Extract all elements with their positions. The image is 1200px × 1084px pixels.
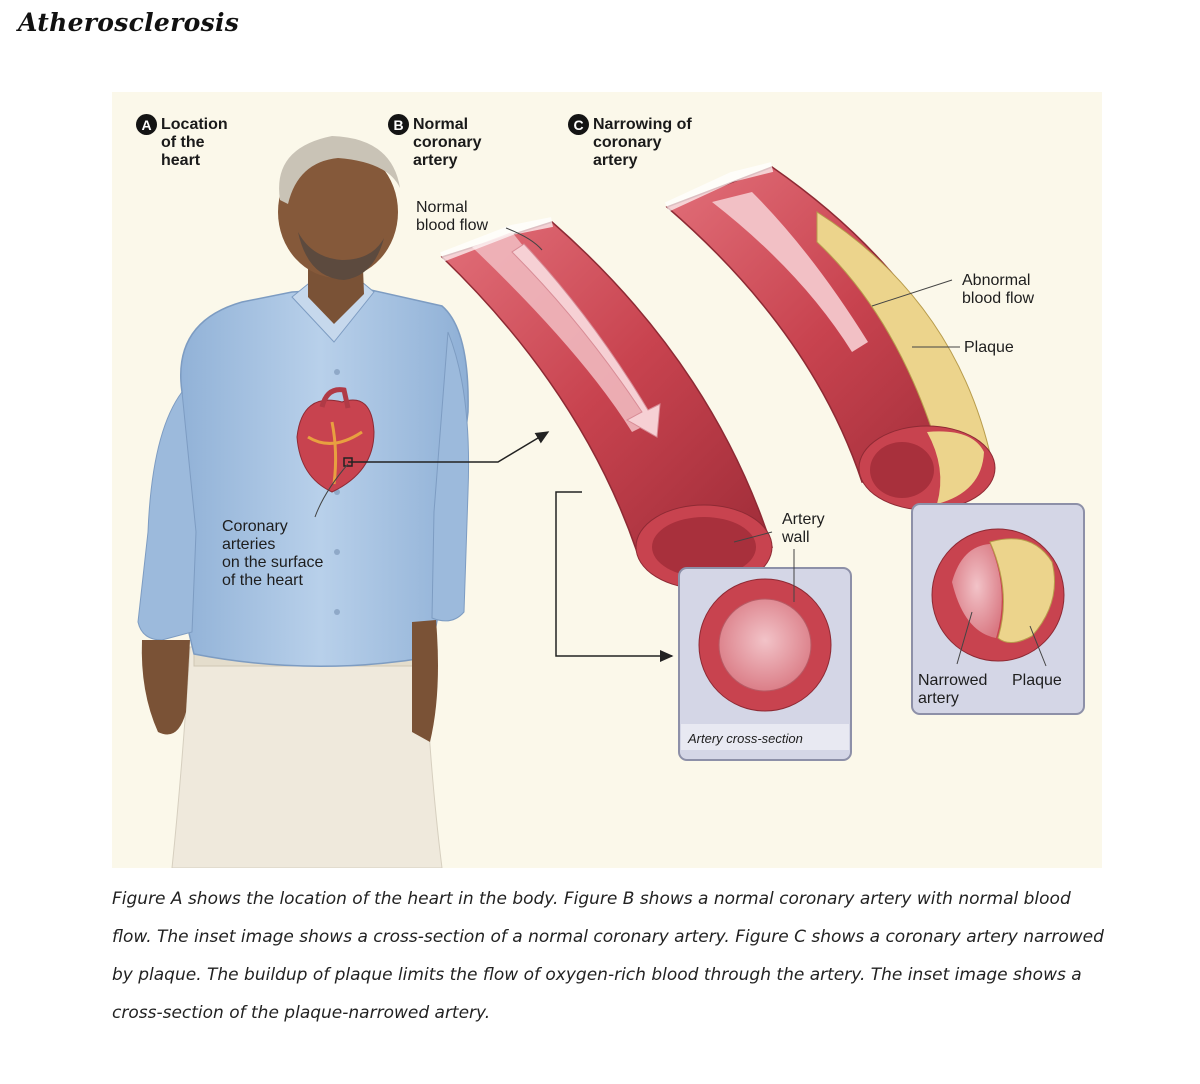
panel-a-title: Location of the heart [161, 116, 228, 169]
panel-b-title: Normal coronary artery [413, 116, 482, 169]
blood-flow-arrow [511, 243, 661, 438]
trousers [171, 646, 443, 868]
panel-b-header: B Normal coronary artery [388, 114, 481, 170]
hair [279, 136, 400, 204]
panel-b-badge: B [388, 114, 409, 135]
page-title: Atherosclerosis [18, 8, 240, 37]
plaque-label: Plaque [964, 339, 1014, 356]
beard [298, 232, 384, 280]
normal-blood-flow-label: Normal blood flow [416, 199, 489, 234]
left-hand [141, 640, 190, 735]
left-arm [137, 390, 197, 641]
artery-wall-label: Artery wall [782, 511, 825, 546]
right-hand [412, 620, 438, 742]
atherosclerosis-figure: A Location of the heart B Normal coronar… [112, 92, 1102, 868]
head [278, 146, 398, 278]
right-arm [431, 331, 470, 622]
artery-cross-section-label: Artery cross-section [688, 731, 803, 746]
panel-c-header: C Narrowing of coronary artery [568, 114, 692, 170]
panel-a-badge: A [136, 114, 157, 135]
coronary-arteries-label: Coronary arteries on the surface of the … [222, 518, 324, 589]
abnormal-blood-flow-label: Abnormal blood flow [962, 272, 1035, 307]
heart-to-artery-connector [348, 431, 550, 463]
man-figure [137, 136, 470, 868]
narrowed-artery [664, 162, 996, 511]
figure-caption: Figure A shows the location of the heart… [112, 889, 1104, 1023]
heart-illustration [296, 387, 375, 493]
illustration [137, 136, 1085, 868]
artery-to-inset-connector [555, 491, 674, 662]
plaque-inset-label: Plaque [1012, 672, 1062, 689]
panel-c-title: Narrowing of coronary artery [593, 116, 692, 169]
panel-a-header: A Location of the heart [136, 114, 228, 170]
panel-c-badge: C [568, 114, 589, 135]
narrowed-artery-label: Narrowed artery [918, 672, 988, 707]
normal-artery [440, 217, 774, 590]
